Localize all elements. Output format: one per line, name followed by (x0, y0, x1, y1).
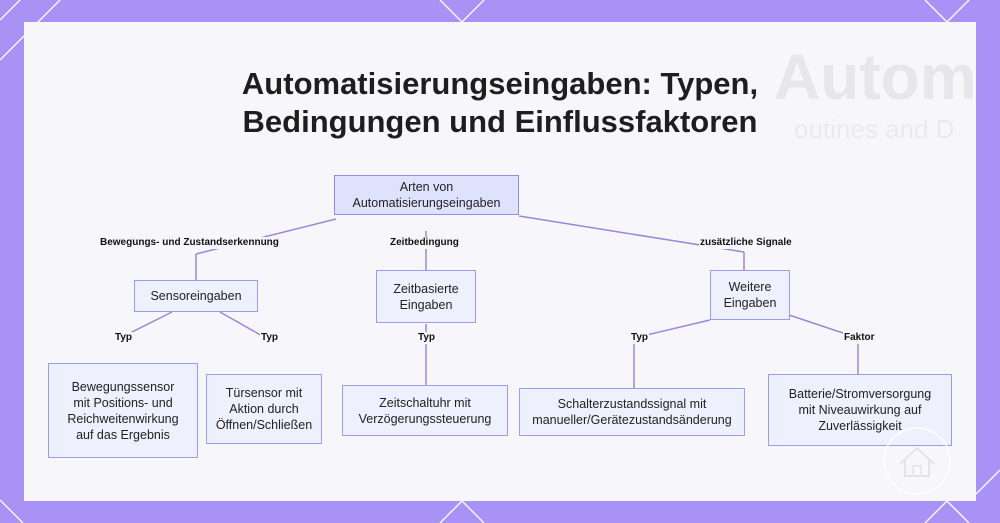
node-root: Arten von Automatisierungseingaben (334, 175, 519, 215)
node-sensor-inputs: Sensoreingaben (134, 280, 258, 312)
house-watermark-icon (883, 427, 951, 495)
diagram-title-line2: Bedingungen und Einflussfaktoren (242, 104, 758, 139)
edge-label-sensor-door: Typ (260, 332, 280, 344)
node-switch-signal: Schalterzustandssignal mit manueller/Ger… (519, 388, 745, 436)
edge-label-root-sensor: Bewegungs- und Zustandserkennung (99, 237, 280, 249)
edge-label-other-battery: Faktor (843, 332, 876, 344)
node-time-inputs: Zeitbasierte Eingaben (376, 270, 476, 323)
edge-label-root-time: Zeitbedingung (389, 237, 460, 249)
diagram-card: Automa outines and D Automatisierungsein… (24, 22, 976, 501)
edge-label-sensor-motion: Typ (114, 332, 134, 344)
background-ghost-subtitle: outines and D (794, 114, 955, 144)
background-ghost-title: Automa (774, 41, 976, 113)
node-motion-sensor: Bewegungssensor mit Positions- und Reich… (48, 363, 198, 458)
node-door-sensor: Türsensor mit Aktion durch Öffnen/Schlie… (206, 374, 322, 444)
diagram-title-line1: Automatisierungseingaben: Typen, (241, 66, 759, 101)
edge-label-root-other: zusätzliche Signale (699, 237, 793, 249)
edge-sensor-door (219, 311, 265, 338)
edge-label-other-switch: Typ (630, 332, 650, 344)
node-other-inputs: Weitere Eingaben (710, 270, 790, 320)
edge-label-time-timer: Typ (417, 332, 437, 344)
node-timer: Zeitschaltuhr mit Verzögerungssteuerung (342, 385, 508, 436)
node-battery: Batterie/Stromversorgung mit Niveauwirku… (768, 374, 952, 446)
